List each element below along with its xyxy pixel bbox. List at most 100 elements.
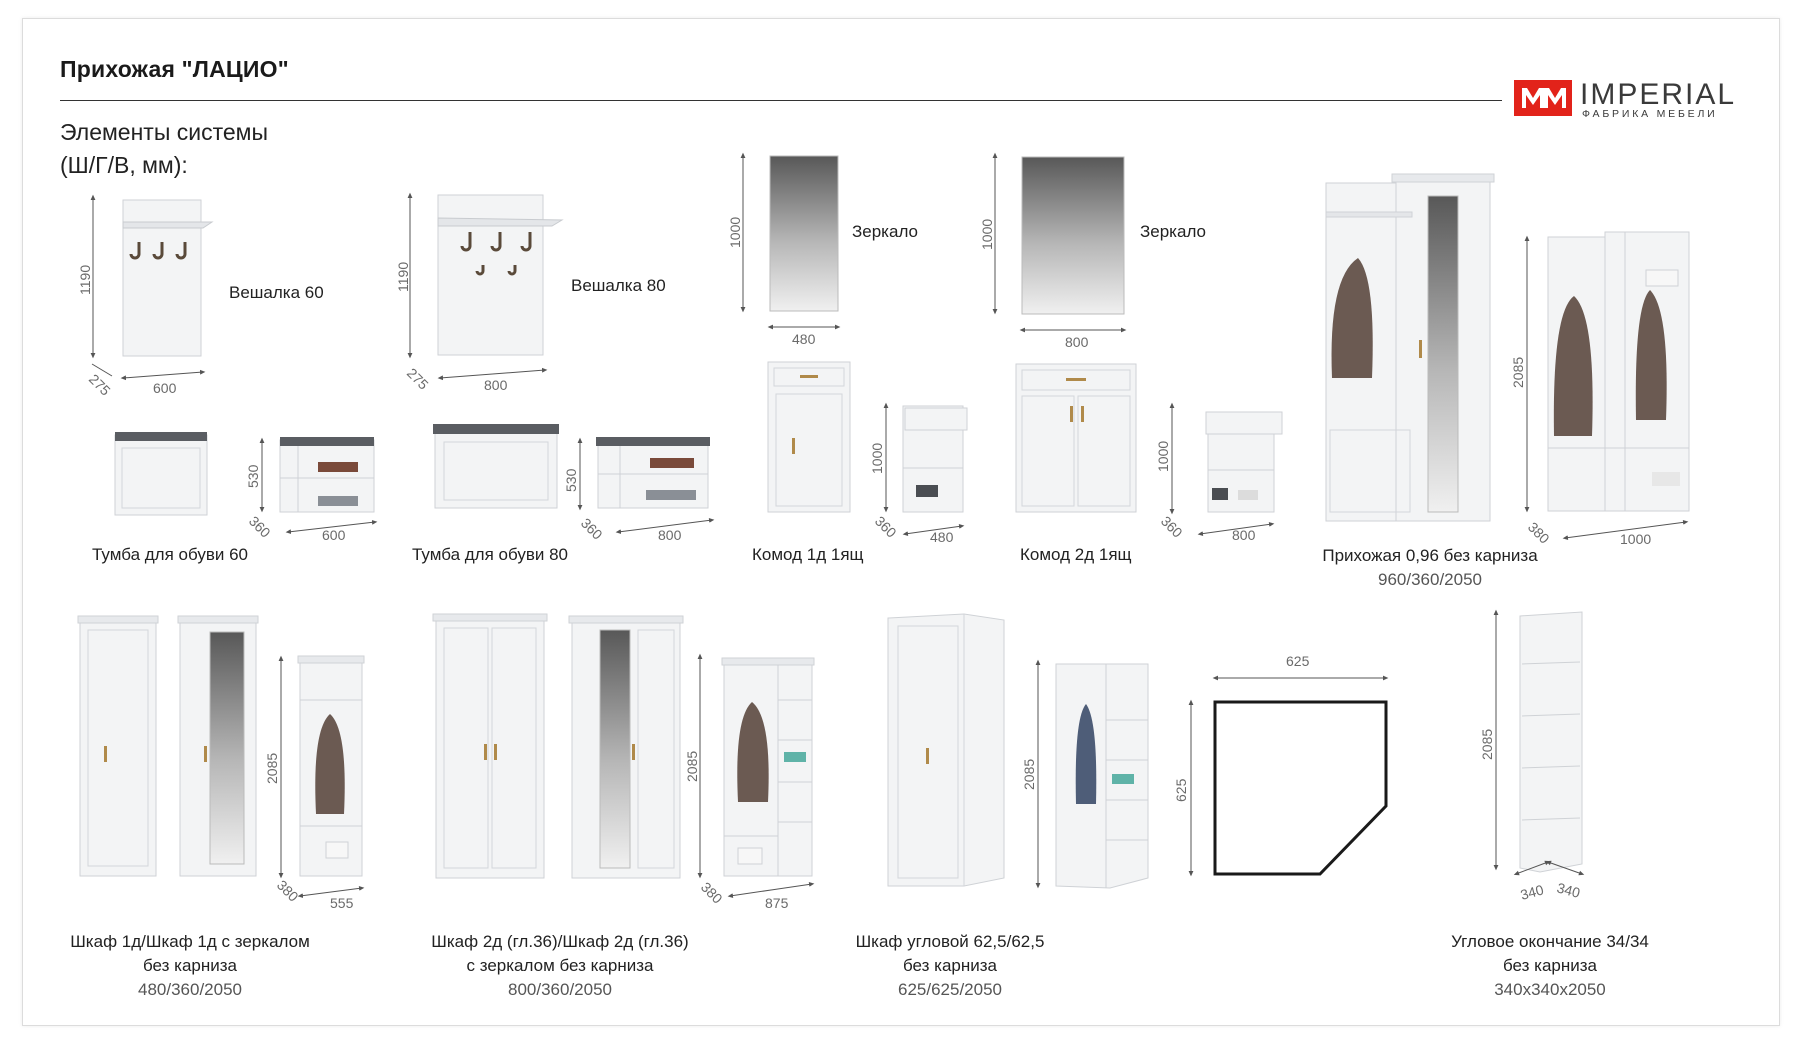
chest2-width: 800 <box>1232 527 1256 543</box>
brand-logo: IMPERIAL ФАБРИКА МЕБЕЛИ <box>1514 78 1764 120</box>
wardrobe2-line2: с зеркалом без карниза <box>466 956 654 975</box>
end-caption: Угловое окончание 34/34 без карниза 340x… <box>1410 930 1690 1002</box>
corner-caption: Шкаф угловой 62,5/62,5 без карниза 625/6… <box>810 930 1090 1002</box>
hallway-096-front <box>1325 173 1495 522</box>
page-title: Прихожая "ЛАЦИО" <box>60 56 289 82</box>
mirror1-width: 480 <box>792 331 816 347</box>
hallway-096-open <box>1547 231 1690 512</box>
brand-name: IMPERIAL <box>1580 78 1737 111</box>
wardrobe1-caption: Шкаф 1д/Шкаф 1д с зеркалом без карниза 4… <box>40 930 340 1002</box>
wardrobe-2d-drawing <box>432 613 548 879</box>
shoe-cabinet-80-closed <box>433 424 559 509</box>
shoe-cabinet-60-closed <box>114 432 208 516</box>
mirror1-label: Зеркало <box>852 222 919 241</box>
wardrobe1-line1: Шкаф 1д/Шкаф 1д с зеркалом <box>70 932 310 951</box>
page-frame <box>22 18 1780 1026</box>
chest1-depth: 360 <box>872 513 900 541</box>
wardrobe-1d-mirror-drawing <box>177 615 259 877</box>
corner-plan-depth: 625 <box>1173 778 1189 802</box>
hanger80-height: 1190 <box>395 262 411 292</box>
corner-height: 2085 <box>1021 759 1037 790</box>
corner-plan-diagram <box>1213 700 1388 876</box>
corner-plan-width: 625 <box>1286 653 1310 669</box>
corner-wardrobe-open-drawing <box>1055 663 1149 889</box>
wardrobe-1d-open-drawing <box>297 655 365 877</box>
end-line1: Угловое окончание 34/34 <box>1451 932 1649 951</box>
chest-2d-closed <box>1015 363 1137 513</box>
wardrobe1-height: 2085 <box>264 753 280 784</box>
mirror1-height: 1000 <box>727 217 743 248</box>
mirror2-height: 1000 <box>979 219 995 250</box>
mirror2-label: Зеркало <box>1140 222 1207 241</box>
mirror-800-drawing <box>1021 156 1125 315</box>
section-subtitle: Элементы системы (Ш/Г/В, мм): <box>60 116 268 182</box>
wardrobe1-width: 555 <box>330 895 354 911</box>
end-width-2: 340 <box>1555 879 1582 901</box>
hanger80-depth: 275 <box>404 365 432 393</box>
hall096-dims: 960/360/2050 <box>1378 570 1482 589</box>
hall096-width: 1000 <box>1620 531 1651 547</box>
end-dims: 340x340x2050 <box>1494 980 1606 999</box>
corner-dims: 625/625/2050 <box>898 980 1002 999</box>
hall096-label: Прихожая 0,96 без карниза <box>1322 546 1538 565</box>
corner-line2: без карниза <box>903 956 997 975</box>
shoe60-depth: 360 <box>246 513 274 541</box>
end-width-1: 340 <box>1519 881 1546 903</box>
wardrobe2-dims: 800/360/2050 <box>508 980 612 999</box>
end-line2: без карниза <box>1503 956 1597 975</box>
chest-1d-open <box>902 405 968 513</box>
wardrobe-1d-drawing <box>77 615 159 877</box>
shoe60-width: 600 <box>322 527 346 543</box>
wardrobe1-line2: без карниза <box>143 956 237 975</box>
hanger-80-drawing <box>437 194 564 356</box>
chest1-width: 480 <box>930 529 954 545</box>
shoe80-depth: 360 <box>578 515 606 543</box>
wardrobe1-dims: 480/360/2050 <box>138 980 242 999</box>
hanger60-label: Вешалка 60 <box>229 283 324 302</box>
chest2-height: 1000 <box>1155 441 1171 472</box>
hall096-depth: 380 <box>1525 519 1553 547</box>
shoe-cabinet-80-open <box>596 437 710 509</box>
corner-line1: Шкаф угловой 62,5/62,5 <box>855 932 1045 951</box>
corner-end-unit-drawing <box>1519 611 1583 873</box>
hanger60-height: 1190 <box>77 265 93 295</box>
hall096-height: 2085 <box>1510 357 1526 388</box>
wardrobe1-depth: 380 <box>274 877 302 905</box>
subtitle-line-2: (Ш/Г/В, мм): <box>60 152 188 178</box>
chest2-depth: 360 <box>1158 513 1186 541</box>
wardrobe2-height: 2085 <box>684 751 700 782</box>
shoe80-height: 530 <box>563 468 579 492</box>
chest1-label: Комод 1д 1ящ <box>752 545 864 564</box>
shoe-cabinet-60-open <box>279 437 375 513</box>
corner-wardrobe-drawing <box>887 613 1005 887</box>
brand-tagline: ФАБРИКА МЕБЕЛИ <box>1582 108 1718 120</box>
wardrobe-2d-open-drawing <box>721 657 815 877</box>
hanger80-label: Вешалка 80 <box>571 276 666 295</box>
end-height: 2085 <box>1479 729 1495 760</box>
coat-hook-icon <box>460 232 532 276</box>
wardrobe-2d-mirror-drawing <box>568 615 684 879</box>
chest1-height: 1000 <box>869 443 885 474</box>
hall096-caption: Прихожая 0,96 без карниза 960/360/2050 <box>1300 544 1560 592</box>
shoe80-width: 800 <box>658 527 682 543</box>
title-divider <box>60 100 1502 101</box>
hanger80-width: 800 <box>484 377 508 393</box>
shoe60-height: 530 <box>245 464 261 488</box>
hanger-60-drawing <box>122 199 214 357</box>
wardrobe2-caption: Шкаф 2д (гл.36)/Шкаф 2д (гл.36) с зеркал… <box>400 930 720 1002</box>
mirror-480-drawing <box>769 155 839 312</box>
wardrobe2-width: 875 <box>765 895 789 911</box>
shoe80-label: Тумба для обуви 80 <box>412 545 569 564</box>
chest-1d-closed <box>767 361 851 513</box>
subtitle-line-1: Элементы системы <box>60 119 268 145</box>
mirror2-width: 800 <box>1065 334 1089 350</box>
chest2-label: Комод 2д 1ящ <box>1020 545 1132 564</box>
shoe60-label: Тумба для обуви 60 <box>92 545 249 564</box>
wardrobe2-line1: Шкаф 2д (гл.36)/Шкаф 2д (гл.36) <box>431 932 689 951</box>
chest-2d-open <box>1205 411 1283 513</box>
hanger60-width: 600 <box>153 380 177 396</box>
logo-mark-icon <box>1514 80 1572 116</box>
coat-hook-icon <box>129 242 187 260</box>
wardrobe2-depth: 380 <box>698 879 726 907</box>
